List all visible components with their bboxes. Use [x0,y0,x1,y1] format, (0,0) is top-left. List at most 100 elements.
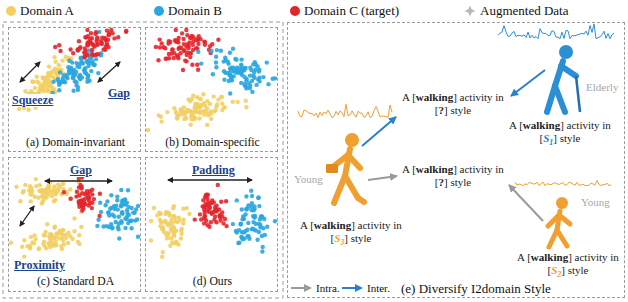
legend-text: Augmented Data [480,3,568,19]
scatter-panel: (d) OursPadding [145,157,278,292]
data-point [189,51,193,55]
augmented-point [122,1,123,228]
gap-arrow [98,62,120,82]
data-point [152,206,156,210]
data-point [45,89,49,93]
data-point [47,183,51,187]
augmented-point [70,1,71,186]
augmented-point [228,1,229,222]
augmented-point [222,1,223,188]
data-point [87,203,91,207]
data-point [20,245,24,249]
data-point [205,123,209,127]
data-point [244,194,248,198]
augmented-point [242,1,243,198]
augmented-point [246,1,247,189]
data-point [201,204,205,208]
data-point [190,63,194,67]
data-point [77,39,81,43]
data-point [68,234,72,238]
data-point [37,89,41,93]
data-point [78,183,82,187]
data-point [51,80,55,84]
data-point [256,196,260,200]
legend-swatch [290,6,300,16]
data-point [254,83,258,87]
data-point [170,47,174,51]
data-point [204,192,208,196]
data-point [181,207,185,211]
augmented-point [159,1,160,231]
augmented-point [224,1,225,192]
augmented-point [148,1,149,194]
data-point [85,80,89,84]
data-point [246,221,250,225]
augmented-point [69,1,70,240]
data-point [255,238,259,242]
augmented-point [165,1,166,183]
augmented-point [67,1,68,241]
briefcase [326,164,338,173]
data-point [95,37,99,41]
signal-wave [515,181,611,186]
augmented-point [86,1,87,159]
augmented-point [224,1,225,213]
data-point [52,55,56,59]
data-point [40,75,44,79]
augmented-point [238,1,239,234]
data-point [168,244,172,248]
augmented-point [67,1,68,217]
age-label: Young [294,173,323,186]
data-point [98,192,102,196]
augmented-point [256,1,257,224]
data-point [157,211,161,215]
data-point [93,32,97,36]
data-point [84,59,88,63]
augmented-point [237,1,238,194]
intra-arrow [509,185,543,221]
augmented-point [133,1,134,241]
data-point [48,237,52,241]
data-point [239,222,243,226]
augmented-point [218,1,219,209]
data-point [166,231,170,235]
data-point [22,189,26,193]
data-point [56,186,60,190]
augmented-point [28,1,29,259]
data-point [72,229,76,233]
distance-label: Proximity [13,259,66,272]
augmented-point [160,1,161,217]
data-point [120,211,124,215]
data-point [167,52,171,56]
data-point [86,41,90,45]
data-point [191,35,195,39]
augmented-point [155,1,156,211]
augmented-point [115,1,116,216]
data-point [65,76,69,80]
data-point [134,207,138,211]
data-point [71,89,75,93]
data-point [91,62,95,66]
data-point [257,69,261,73]
data-point [163,219,167,223]
data-point [71,51,75,55]
data-point [184,28,188,32]
augmented-point [148,1,149,239]
data-point [265,60,269,64]
augmented-point [228,1,229,240]
data-point [179,46,183,50]
style-prompt: A [walking] activity in [S1] style [506,119,614,149]
padding-arrow [168,179,252,180]
data-point [221,221,225,225]
augmented-point [138,1,139,228]
augmented-point [188,1,189,202]
data-point [257,76,261,80]
data-point [37,247,41,251]
augmented-point [126,1,127,219]
data-point [234,229,238,233]
data-point [47,79,51,83]
augmented-point [112,1,113,235]
data-point [188,51,192,55]
data-point [120,199,124,203]
